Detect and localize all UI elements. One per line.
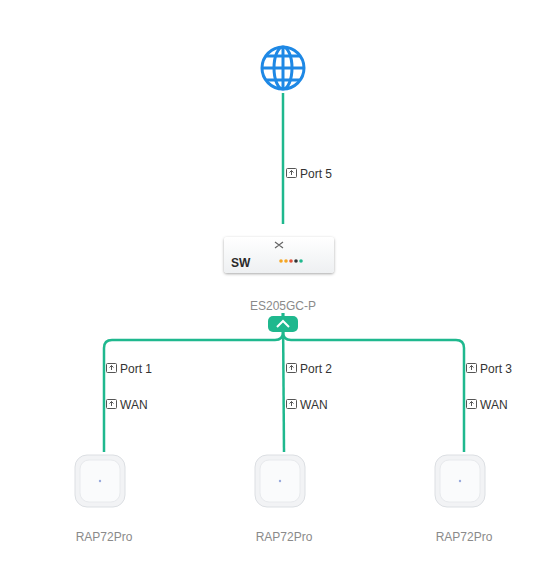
access-point-image: [405, 452, 515, 512]
model-name: RAP72Pro: [225, 530, 343, 544]
port-label: Port 3: [479, 362, 513, 376]
port-label: Port 1: [119, 362, 153, 376]
switch-node: SW ES205GC-P: [224, 237, 342, 313]
model-name: RAP72Pro: [45, 530, 163, 544]
access-point-node: RAP72Pro: [405, 452, 523, 546]
port-label: WAN: [119, 398, 149, 412]
switch-body: SW: [224, 237, 334, 273]
model-name: ES205GC-P: [224, 299, 342, 313]
port-label: WAN: [299, 398, 329, 412]
port-label: Port 5: [299, 167, 333, 181]
link-line: [283, 313, 464, 452]
port-icon: [287, 169, 297, 178]
port-icon: [287, 364, 297, 373]
device-tag: SW: [231, 256, 250, 270]
access-point-node: RAP72Pro: [225, 452, 343, 546]
uplink-line: [282, 93, 285, 224]
port-icon: [107, 364, 117, 373]
port-icon: [287, 400, 297, 409]
port-icon: [107, 400, 117, 409]
port-label: WAN: [479, 398, 509, 412]
access-point-node: RAP72Pro: [45, 452, 163, 546]
port-icon: [467, 364, 477, 373]
access-point-image: [45, 452, 155, 512]
access-point-image: [225, 452, 335, 512]
port-label: Port 2: [299, 362, 333, 376]
model-name: RAP72Pro: [405, 530, 523, 544]
internet-globe: [262, 47, 304, 89]
link-line: [104, 313, 283, 452]
collapse-button: [268, 316, 298, 332]
port-icon: [467, 400, 477, 409]
